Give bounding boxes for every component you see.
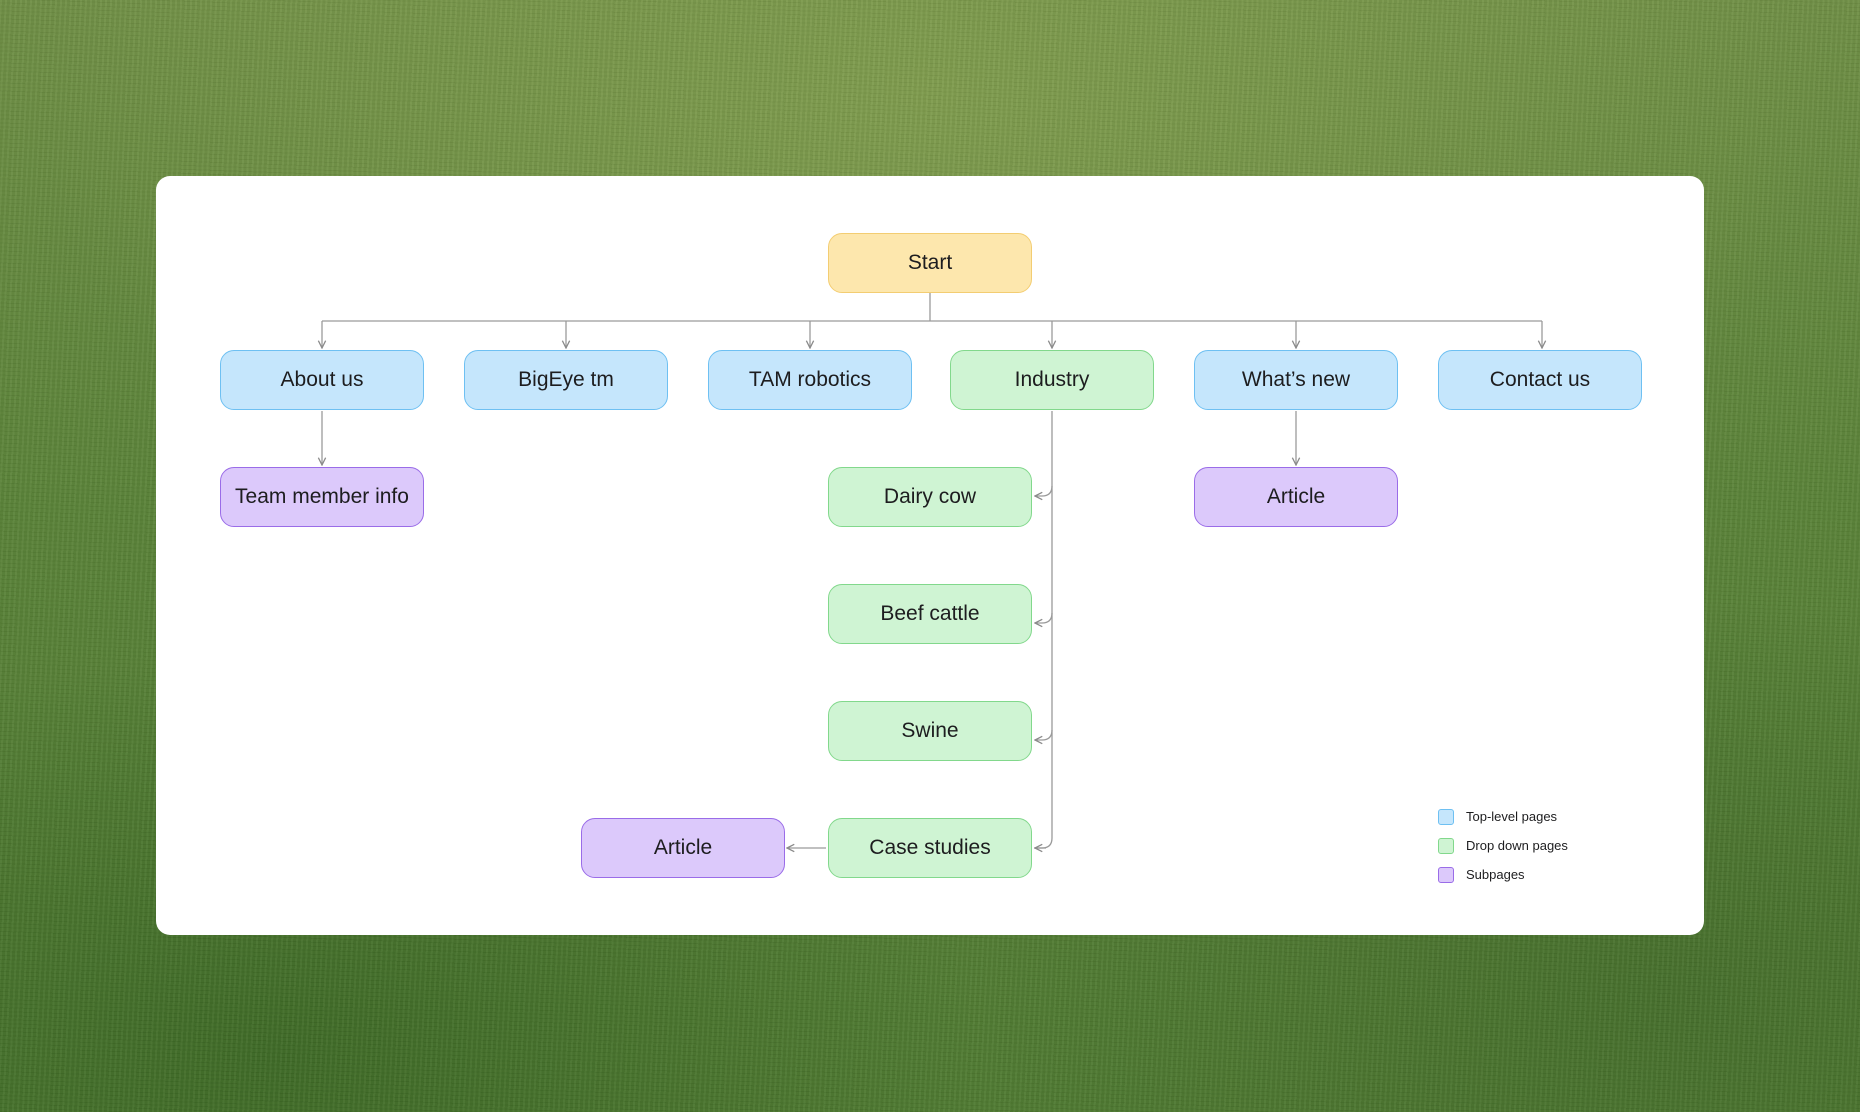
node-whats-new: What’s new — [1194, 350, 1398, 410]
legend-item-subpages: Subpages — [1438, 860, 1568, 889]
node-team-member-info: Team member info — [220, 467, 424, 527]
sitemap-card: Start About us BigEye tm TAM robotics In… — [156, 176, 1704, 935]
legend-label: Drop down pages — [1466, 838, 1568, 853]
node-tam-robotics: TAM robotics — [708, 350, 912, 410]
node-swine: Swine — [828, 701, 1032, 761]
edge-industry-spine — [1034, 411, 1053, 849]
edge-industry-beef — [1035, 612, 1053, 623]
legend: Top-level pages Drop down pages Subpages — [1438, 802, 1568, 889]
edge-industry-swine — [1035, 729, 1053, 740]
node-article-case-studies: Article — [581, 818, 785, 878]
node-bigeye: BigEye tm — [464, 350, 668, 410]
node-contact-us: Contact us — [1438, 350, 1642, 410]
node-start: Start — [828, 233, 1032, 293]
node-article-whats-new: Article — [1194, 467, 1398, 527]
legend-item-top-level: Top-level pages — [1438, 802, 1568, 831]
node-about-us: About us — [220, 350, 424, 410]
legend-label: Top-level pages — [1466, 809, 1558, 824]
node-beef-cattle: Beef cattle — [828, 584, 1032, 644]
connector-lines — [156, 293, 1704, 935]
edge-industry-dairy — [1035, 485, 1053, 496]
node-case-studies: Case studies — [828, 818, 1032, 878]
legend-swatch-drop-down — [1438, 837, 1454, 854]
node-industry: Industry — [950, 350, 1154, 410]
legend-swatch-subpages — [1438, 866, 1454, 883]
edge-start-bus — [322, 293, 1542, 322]
legend-swatch-top-level — [1438, 808, 1454, 825]
node-dairy-cow: Dairy cow — [828, 467, 1032, 527]
legend-label: Subpages — [1466, 867, 1525, 882]
legend-item-drop-down: Drop down pages — [1438, 831, 1568, 860]
